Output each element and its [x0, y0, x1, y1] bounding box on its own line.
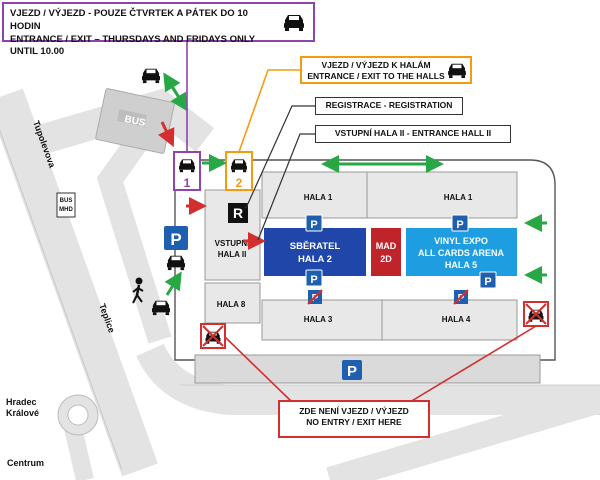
svg-text:P: P — [456, 219, 463, 231]
street-label-hradec: Hradec — [6, 397, 37, 407]
parking-sign-hala5-top — [451, 214, 469, 232]
svg-text:P: P — [484, 276, 491, 288]
green-arrows — [163, 72, 547, 296]
svg-text:MAD: MAD — [376, 241, 397, 251]
svg-text:P: P — [347, 363, 357, 380]
svg-text:P: P — [458, 293, 465, 304]
callout-no-entry: ZDE NENÍ VJEZD / VÝJEZD NO ENTRY / EXIT … — [278, 400, 430, 438]
parking-sign-hala5-bottom — [479, 271, 497, 289]
svg-text:SBĚRATEL: SBĚRATEL — [290, 240, 341, 252]
gate-2: 2 — [225, 151, 253, 191]
no-entry-sign-left — [200, 323, 226, 349]
parking-sign-hala2-bottom — [305, 269, 323, 287]
svg-text:P: P — [312, 293, 319, 304]
hala1-right-building — [366, 171, 518, 219]
pedestrian-icon — [132, 277, 144, 304]
registration-marker — [228, 203, 248, 223]
svg-text:HALA II: HALA II — [218, 250, 247, 259]
bus-label: BUS — [123, 114, 146, 129]
svg-text:ALL CARDS ARENA: ALL CARDS ARENA — [418, 248, 505, 258]
svg-text:VINYL EXPO: VINYL EXPO — [434, 236, 488, 246]
gate-2-number: 2 — [236, 176, 243, 190]
parking-sign-bottom — [342, 360, 362, 380]
car-icon-top — [142, 68, 160, 84]
svg-text:BUS: BUS — [60, 198, 73, 204]
hala8-building — [204, 282, 261, 324]
callout-registration: REGISTRACE - REGISTRATION — [315, 97, 463, 115]
leader-lines — [186, 42, 537, 403]
vinyl-expo-hall — [406, 228, 517, 276]
callout-entrance-hall: VSTUPNÍ HALA II - ENTRANCE HALL II — [315, 125, 511, 143]
red-arrows — [158, 121, 266, 250]
hala4-building — [381, 299, 518, 341]
svg-text:R: R — [233, 205, 243, 221]
bus-stop-sign: BUS MHD — [56, 192, 76, 218]
bus-parking-area: BUS — [95, 88, 175, 154]
parking-sign-left — [164, 226, 188, 250]
svg-text:MHD: MHD — [59, 207, 73, 213]
street-label-centrum: Centrum — [7, 458, 44, 468]
svg-text:P: P — [310, 274, 317, 286]
no-parking-signs: P P — [307, 289, 469, 305]
car-icon — [448, 63, 466, 78]
gate-1: 1 — [173, 151, 201, 191]
parking-sign-hala2-top — [305, 214, 323, 232]
svg-text:VSTUPNÍ: VSTUPNÍ — [215, 239, 250, 248]
hala1-left-building — [261, 171, 368, 219]
buildings: HALA 1 HALA 1 VSTUPNÍ HALA II HALA 8 HAL… — [204, 171, 518, 341]
parking-signs: P P P P P P — [164, 214, 497, 380]
svg-text:HALA 2: HALA 2 — [298, 254, 332, 265]
no-entry-sign-right — [523, 301, 549, 327]
svg-text:HALA 8: HALA 8 — [217, 300, 246, 309]
sberatel-hall — [264, 228, 366, 276]
svg-text:P: P — [170, 230, 181, 249]
street-label-kralove: Králové — [6, 408, 39, 418]
svg-text:HALA 5: HALA 5 — [445, 260, 477, 270]
mad-2d-hall — [371, 228, 401, 276]
callout-halls-entrance: VJEZD / VÝJEZD K HALÁM ENTRANCE / EXIT T… — [300, 56, 472, 84]
gate-1-number: 1 — [184, 176, 191, 190]
hala3-building — [261, 299, 383, 341]
svg-text:2D: 2D — [380, 254, 392, 264]
svg-text:HALA 3: HALA 3 — [304, 315, 333, 324]
parking-strip — [194, 354, 541, 384]
car-icon — [284, 15, 304, 31]
hala1-right-label: HALA 1 — [444, 193, 473, 202]
hala1-left-label: HALA 1 — [304, 193, 333, 202]
svg-text:P: P — [310, 219, 317, 231]
callout-thursday-friday-entrance: VJEZD / VÝJEZD - POUZE ČTVRTEK A PÁTEK D… — [2, 2, 315, 57]
svg-text:HALA 4: HALA 4 — [442, 315, 471, 324]
